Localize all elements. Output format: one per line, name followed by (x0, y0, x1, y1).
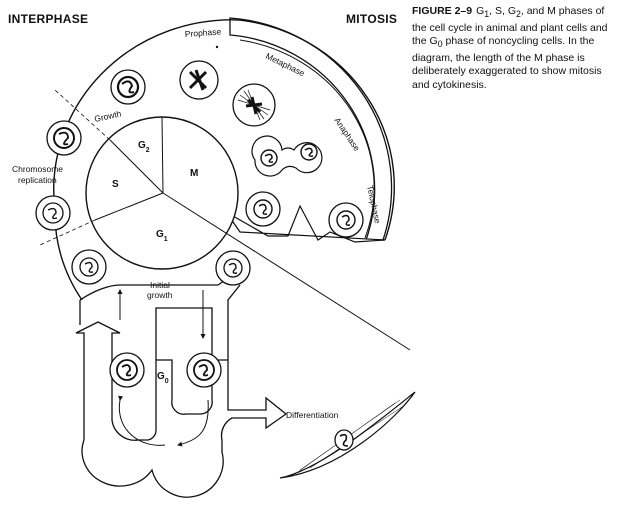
interphase-header: INTERPHASE (8, 12, 89, 26)
g0-connector-right (227, 284, 241, 360)
caption-part-2: , S, G (489, 5, 516, 17)
telophase-cell-right (328, 202, 364, 238)
g0-left-arm (90, 310, 108, 323)
metaphase-label: Metaphase (264, 51, 306, 79)
s-g2-divider (109, 139, 164, 194)
chromosome-label: Chromosome (12, 164, 63, 174)
mitosis-header: MITOSIS (346, 12, 398, 26)
g1-cell-left (71, 249, 107, 285)
prophase-marker-dot (215, 45, 219, 49)
mitosis-band-inner (239, 39, 375, 239)
g2-segment-label: G2 (138, 140, 150, 154)
caption-sub-2: 2 (516, 9, 521, 20)
differentiated-nucleus (334, 429, 354, 451)
g2-cell (110, 69, 146, 105)
telophase-cell-left (245, 191, 281, 227)
g1-s-divider (94, 192, 164, 221)
m-boundary-top (161, 116, 164, 194)
prophase-label: Prophase (184, 26, 221, 39)
caption-part-1: G (476, 5, 485, 17)
s-segment-label: S (112, 179, 119, 190)
replication-label: replication (18, 175, 57, 185)
g0-reentry-arrow (118, 395, 166, 446)
g0-up-arrow (75, 321, 288, 498)
g0-label: G0 (157, 371, 169, 385)
caption-sub-3: 0 (437, 39, 443, 50)
g0-exit-arrow (177, 399, 209, 447)
prophase-cell (179, 60, 219, 100)
g0-cell-right (186, 352, 222, 388)
s-phase-dashed-top (54, 89, 111, 141)
differentiated-chromatin (339, 433, 349, 447)
telophase-label: Telophase (365, 184, 383, 224)
differentiation-label: Differentiation (286, 410, 339, 420)
metaphase-cell (232, 83, 276, 127)
s-cell-2 (35, 195, 71, 231)
m-segment-label: M (190, 168, 198, 179)
g1-cell-right (215, 250, 251, 286)
figure-number: FIGURE 2–9 (412, 5, 473, 17)
anaphase-cell (251, 135, 323, 177)
g0-connector-mid (155, 307, 213, 360)
g1-segment-label: G1 (156, 229, 168, 243)
initial-label: Initial (150, 280, 170, 290)
s-phase-dashed-bottom (39, 219, 96, 246)
caption-sub-1: 1 (484, 9, 490, 20)
g0-cell-left (109, 352, 145, 388)
caption-part-4: phase of noncycling cells. In the diagra… (412, 35, 602, 91)
caption-part-3: , and M phases of the cell cycle in anim… (412, 5, 608, 48)
initial-growth-label: growth (147, 290, 173, 300)
s-cell-1 (46, 120, 82, 156)
diagonal-divider (162, 192, 411, 351)
g0-channel (79, 269, 241, 301)
growth-label: Growth (93, 108, 122, 124)
